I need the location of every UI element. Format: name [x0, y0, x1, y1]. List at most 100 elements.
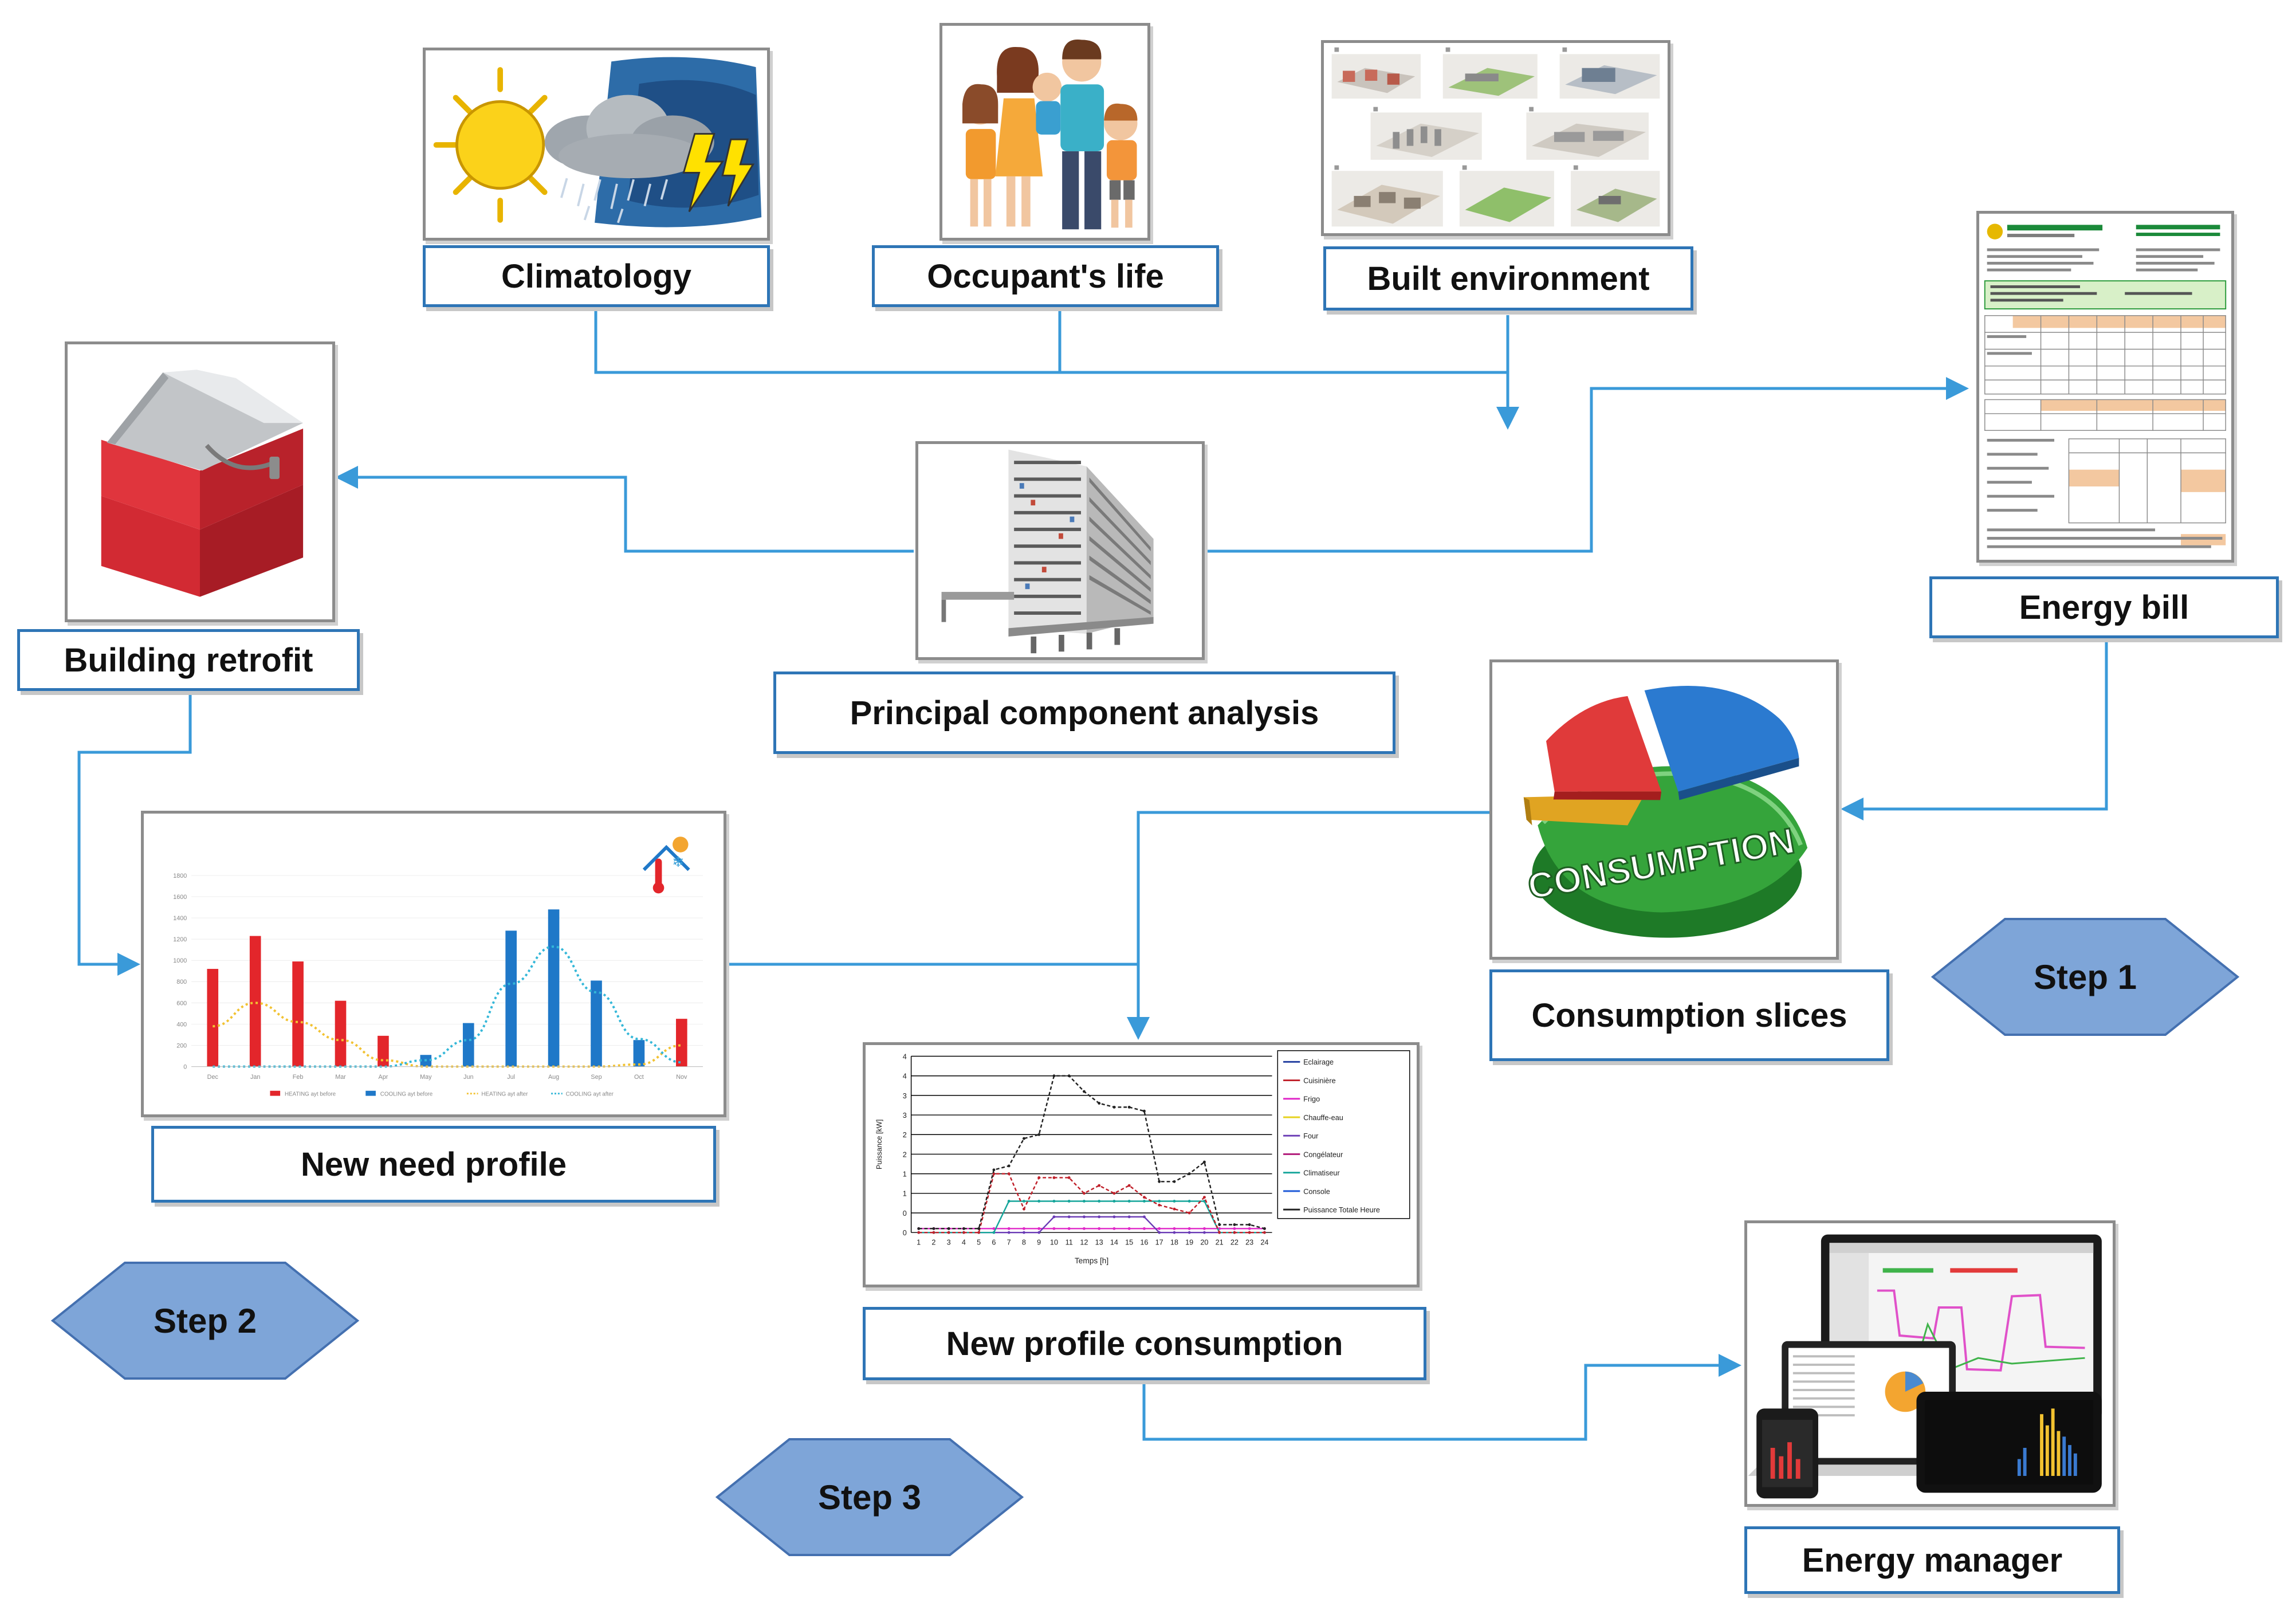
thermometer-bulb-icon — [652, 882, 665, 894]
step-2-label: Step 2 — [153, 1301, 257, 1340]
cuisiniere-series-point — [1067, 1176, 1071, 1179]
climatiseur-series-point — [1127, 1200, 1131, 1203]
four-series-point — [1083, 1215, 1086, 1219]
four-series-point — [1067, 1215, 1071, 1219]
y-tick-label: 3 — [903, 1112, 907, 1120]
puissance-totale-series-point — [1142, 1109, 1146, 1113]
frigo-series-point — [1083, 1227, 1086, 1230]
x-tick-label: 15 — [1125, 1239, 1133, 1247]
legend-label: HEATING ayt before — [285, 1091, 336, 1098]
climatology-image — [423, 48, 770, 241]
puissance-totale-series-point — [977, 1227, 981, 1230]
climatiseur-series-point — [1173, 1200, 1176, 1203]
arrow-pca-to-energy-bill — [1203, 377, 1969, 553]
frigo-series-point — [1248, 1227, 1251, 1230]
frigo-series-point — [1037, 1227, 1041, 1230]
building-retrofit-label: Building retrofit — [17, 629, 360, 691]
x-tick-label: 6 — [992, 1239, 996, 1247]
puissance-totale-series-point — [1007, 1164, 1011, 1168]
climatiseur-series-point — [1188, 1200, 1191, 1203]
cuisiniere-series-point — [1127, 1184, 1131, 1187]
cuisiniere-series-point — [1218, 1231, 1221, 1234]
climatiseur-series-point — [1083, 1200, 1086, 1203]
puissance-totale-series-point — [1188, 1172, 1191, 1176]
frigo-series-point — [1142, 1227, 1146, 1230]
cuisiniere-series-point — [1052, 1176, 1056, 1179]
x-tick-label: Feb — [293, 1074, 304, 1081]
cuisiniere-series-point — [977, 1231, 981, 1234]
puissance-totale-series-point — [1037, 1133, 1041, 1136]
climatiseur-series-point — [1023, 1200, 1025, 1203]
climatiseur-series-point — [1142, 1200, 1146, 1203]
legend-label: Four — [1303, 1132, 1319, 1140]
cuisiniere-series-point — [1248, 1231, 1251, 1234]
cooling-before-bar — [548, 909, 560, 1067]
legend-label: Puissance Totale Heure — [1303, 1206, 1380, 1214]
cuisiniere-series-point — [1233, 1231, 1236, 1234]
frigo-series-point — [992, 1227, 996, 1230]
legend-label: Climatiseur — [1303, 1169, 1340, 1177]
x-axis-label: Temps [h] — [1075, 1256, 1108, 1265]
arrow-profile-consumption-to-energy-manager — [1142, 1354, 1741, 1441]
frigo-series-point — [1098, 1227, 1101, 1230]
legend-label: Console — [1303, 1188, 1330, 1196]
y-tick-label: 1800 — [173, 873, 187, 879]
heating-before-bar — [378, 1035, 389, 1067]
puissance-totale-series-point — [947, 1227, 950, 1230]
legend-swatch — [270, 1090, 281, 1096]
legend-box — [1277, 1050, 1410, 1219]
four-series-point — [1127, 1215, 1131, 1219]
consumption-pie-image: CONSUMPTION — [1489, 659, 1839, 960]
y-tick-label: 1400 — [173, 915, 187, 922]
puissance-totale-series-point — [962, 1227, 965, 1230]
x-tick-label: 17 — [1155, 1239, 1163, 1247]
x-tick-label: 4 — [962, 1239, 966, 1247]
heating-before-bar — [292, 961, 304, 1067]
cuisiniere-series-point — [1112, 1192, 1116, 1195]
x-tick-label: 21 — [1216, 1239, 1224, 1247]
four-series-point — [1098, 1215, 1101, 1219]
step-1-label: Step 1 — [2033, 957, 2137, 996]
x-tick-label: 18 — [1170, 1239, 1178, 1247]
heating-before-bar — [249, 936, 261, 1067]
x-tick-label: Apr — [379, 1074, 388, 1081]
zipper-icon — [205, 443, 276, 470]
four-series-point — [1112, 1215, 1116, 1219]
four-series-point — [1202, 1231, 1206, 1234]
thermometer-icon — [655, 858, 662, 887]
climatiseur-series-point — [1112, 1200, 1116, 1203]
puissance-totale-series-point — [1067, 1074, 1071, 1078]
heating-before-bar — [676, 1019, 687, 1067]
legend-label: COOLING ayt before — [380, 1091, 433, 1098]
four-series-point — [1007, 1231, 1011, 1234]
x-tick-label: 14 — [1110, 1239, 1118, 1247]
legend-swatch — [365, 1090, 376, 1096]
y-tick-label: 1 — [903, 1190, 907, 1198]
sun-icon — [673, 837, 689, 853]
legend-label: Eclairage — [1303, 1058, 1334, 1066]
frigo-series-point — [1202, 1227, 1206, 1230]
puissance-totale-series-point — [1173, 1180, 1176, 1183]
occupants-life-label: Occupant's life — [872, 245, 1219, 307]
cuisiniere-series-point — [1037, 1176, 1041, 1179]
y-tick-label: 4 — [903, 1073, 907, 1081]
house-roof-icon — [642, 845, 690, 871]
four-series-point — [1173, 1231, 1176, 1234]
frigo-series-point — [1188, 1227, 1191, 1230]
puissance-totale-series-point — [1083, 1090, 1086, 1093]
y-tick-label: 0 — [183, 1064, 187, 1071]
y-axis-label: Puissance [kW] — [875, 1120, 883, 1169]
y-tick-label: 0 — [903, 1209, 907, 1218]
arrow-retrofit-to-need-profile — [77, 691, 192, 976]
cuisiniere-series-point — [1263, 1231, 1266, 1234]
cuisiniere-series-point — [932, 1231, 935, 1234]
puissance-totale-series-point — [1098, 1102, 1101, 1105]
cuisiniere-series-point — [1188, 1211, 1191, 1215]
y-tick-label: 1200 — [173, 936, 187, 943]
puissance-totale-series-point — [1218, 1223, 1221, 1226]
step-3-hexagon: Step 3 — [715, 1437, 1024, 1557]
puissance-totale-series-point — [1052, 1074, 1056, 1078]
x-tick-label: 10 — [1050, 1239, 1058, 1247]
